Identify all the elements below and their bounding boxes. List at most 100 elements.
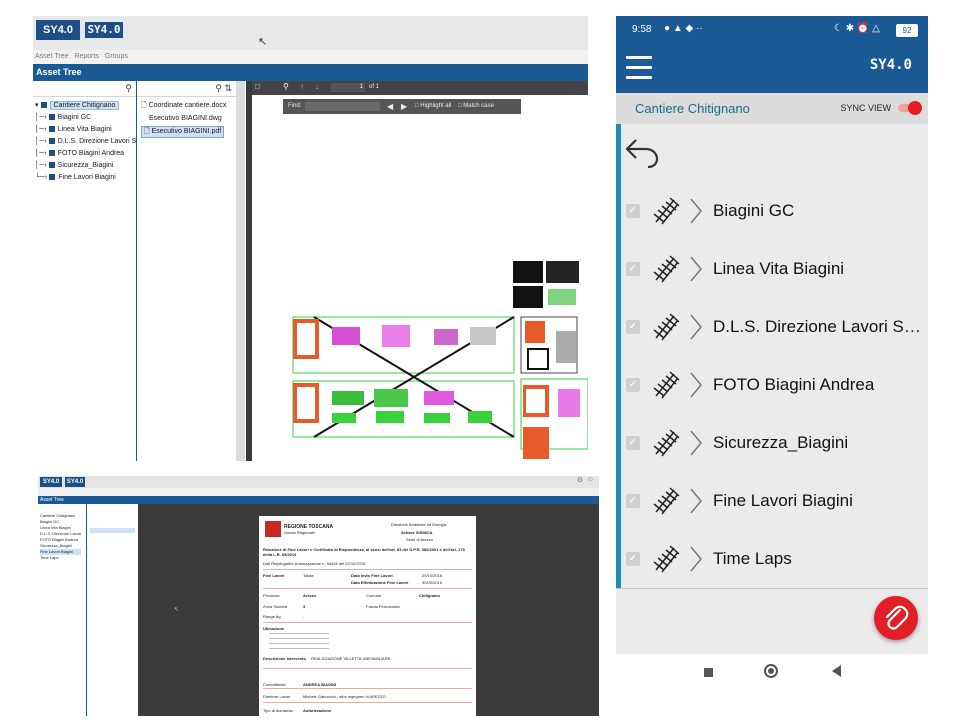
back-button-icon[interactable] (832, 665, 841, 677)
search-icon[interactable]: ⚲ (215, 83, 222, 93)
app-logo: SY4.0 (869, 57, 912, 73)
row-checkbox[interactable]: ✓ (626, 204, 640, 218)
tree-list: Cantiere Chitignano Biagini GC Linea Vit… (40, 513, 82, 561)
row-checkbox[interactable]: ✓ (626, 320, 640, 334)
asset-row[interactable]: ✓Fine Lavori Biagini (616, 472, 928, 531)
desktop2-header: SY4.0 SY4.0 ⚙ ☺ (38, 476, 599, 488)
chevron-right-icon[interactable] (688, 371, 704, 399)
find-next-icon[interactable]: ▶ (401, 102, 408, 111)
row-accent (616, 124, 621, 182)
doc-label: Fine Lavori (263, 573, 285, 578)
tree-item[interactable]: │─›Biagini GC (35, 114, 92, 121)
folder-icon (49, 174, 56, 181)
app-logo: SY4.0 (40, 477, 62, 487)
asset-row[interactable]: ✓Linea Vita Biagini (616, 240, 928, 299)
find-prev-icon[interactable]: ◀ (387, 102, 394, 111)
status-bar: 9:58 ● ▲ ◆ ·· ☾ ✱ ⏰ △ 92 (616, 16, 928, 45)
doc-label: Fascia Pericolosità (366, 604, 400, 609)
tree-item[interactable]: D.L.S. Direzione Lavori (40, 531, 82, 536)
page-number-input[interactable]: 1 (331, 83, 365, 92)
search-icon[interactable]: ⚲ (125, 83, 132, 93)
tree-item[interactable]: Sicurezza_Biagini (40, 543, 72, 548)
asset-list: ✓Biagini GC✓Linea Vita Biagini✓D.L.S. Di… (616, 124, 928, 590)
home-button-icon[interactable] (764, 664, 778, 678)
tree-item-selected[interactable]: Fine Lavori Biagini (40, 549, 82, 555)
tree-item[interactable]: Cantiere Chitignano (40, 513, 76, 518)
chevron-right-icon[interactable] (688, 255, 704, 283)
file-item-selected[interactable]: 🗋 Esecutivo BIAGINI.pdf (141, 126, 225, 138)
back-row[interactable] (616, 124, 928, 183)
highlight-all-checkbox[interactable]: □ Highlight all (415, 103, 452, 109)
tree-pane: ⚲ ▾Cantiere Chitignano │─›Biagini GC │─›… (33, 81, 141, 461)
recents-button-icon[interactable] (704, 668, 713, 677)
row-checkbox[interactable]: ✓ (626, 552, 640, 566)
row-checkbox[interactable]: ✓ (626, 262, 640, 276)
search-icon[interactable]: ⚲ (283, 82, 289, 91)
menu-asset-tree[interactable]: Asset Tree (35, 53, 69, 60)
doc-dept2: Settore SISMICA (401, 530, 433, 535)
row-checkbox[interactable]: ✓ (626, 436, 640, 450)
asset-row[interactable]: ✓Biagini GC (616, 182, 928, 241)
attach-button[interactable] (874, 596, 918, 640)
asset-row[interactable]: ✓Sicurezza_Biagini (616, 414, 928, 473)
splitter[interactable] (236, 81, 245, 461)
asset-row[interactable]: ✓Time Laps (616, 530, 928, 589)
tree-item[interactable]: │─›Linea Vita Biagini (35, 126, 112, 133)
tree-item[interactable]: Linea Vita Biagini (40, 525, 71, 530)
menu-groups[interactable]: Groups (104, 53, 128, 60)
back-arrow-icon[interactable] (624, 136, 660, 170)
railway-track-icon (650, 312, 680, 342)
app-logo-alt: SY4.0 (85, 22, 123, 38)
railway-track-icon (650, 544, 680, 574)
doc-label: Committente (263, 682, 286, 687)
file-item[interactable]: 🗋 Coordinate cantiere.docx (141, 102, 227, 109)
doc-label: Descrizione Intervento (263, 656, 306, 661)
tree-item[interactable]: │─›Sicurezza_Biagini (35, 162, 114, 169)
folder-icon (48, 162, 55, 169)
tree-item[interactable]: │─›D.L.S. Direzione Lavori Se (35, 138, 141, 145)
prev-page-icon[interactable]: ↑ (300, 82, 304, 91)
menu-reports[interactable]: Reports (74, 53, 99, 60)
match-case-checkbox[interactable]: □ Match case (458, 103, 494, 109)
find-input[interactable] (305, 102, 380, 111)
chevron-right-icon[interactable] (688, 545, 704, 573)
files-search[interactable]: ⚲⇅ (137, 81, 236, 97)
row-accent (616, 356, 621, 414)
sync-view-toggle[interactable] (898, 101, 922, 115)
folder-icon (48, 114, 55, 121)
chevron-right-icon[interactable] (688, 313, 704, 341)
tree-item[interactable]: │─›FOTO Biagini Andrea (35, 150, 125, 157)
sidebar-toggle-icon[interactable]: □ (255, 82, 260, 91)
doc-value: 30/09/2016 (422, 580, 443, 585)
sort-icon[interactable]: ⇅ (224, 83, 232, 93)
settings-icon[interactable]: ⚙ (576, 477, 583, 484)
chevron-right-icon[interactable] (688, 487, 704, 515)
desktop-header: SY4.0 SY4.0 ↖ (33, 16, 588, 50)
cad-drawing (292, 261, 588, 459)
user-icon[interactable]: ☺ (586, 476, 594, 483)
chevron-right-icon[interactable] (688, 429, 704, 457)
tree-item[interactable]: Biagini GC (40, 519, 60, 524)
tree-item[interactable]: └─›Fine Lavori Biagini (35, 174, 116, 181)
doc-rule (263, 569, 472, 570)
asset-row[interactable]: ✓D.L.S. Direzione Lavori Ser… (616, 298, 928, 357)
row-checkbox[interactable]: ✓ (626, 494, 640, 508)
next-page-icon[interactable]: ↓ (315, 82, 319, 91)
tree-root[interactable]: ▾Cantiere Chitignano (35, 101, 120, 111)
doc-value: Totale (303, 573, 314, 578)
tree-search[interactable]: ⚲ (33, 81, 136, 97)
file-item[interactable]: Esecutivo BIAGINI.dwg (149, 115, 222, 122)
tree-item[interactable]: Time Laps (40, 555, 59, 560)
section-title: Asset Tree (33, 64, 588, 81)
menu-icon[interactable] (626, 56, 652, 80)
railway-track-icon (650, 486, 680, 516)
asset-row[interactable]: ✓FOTO Biagini Andrea (616, 356, 928, 415)
chevron-right-icon[interactable] (688, 197, 704, 225)
file-item-selected[interactable] (90, 528, 135, 533)
doc-dept3: Sede di Arezzo (406, 537, 433, 542)
row-checkbox[interactable]: ✓ (626, 378, 640, 392)
tree-item[interactable]: FOTO Biagini Andrea (40, 537, 78, 542)
doc-rule (263, 688, 472, 689)
doc-rule (263, 668, 472, 669)
folder-icon (48, 126, 55, 133)
